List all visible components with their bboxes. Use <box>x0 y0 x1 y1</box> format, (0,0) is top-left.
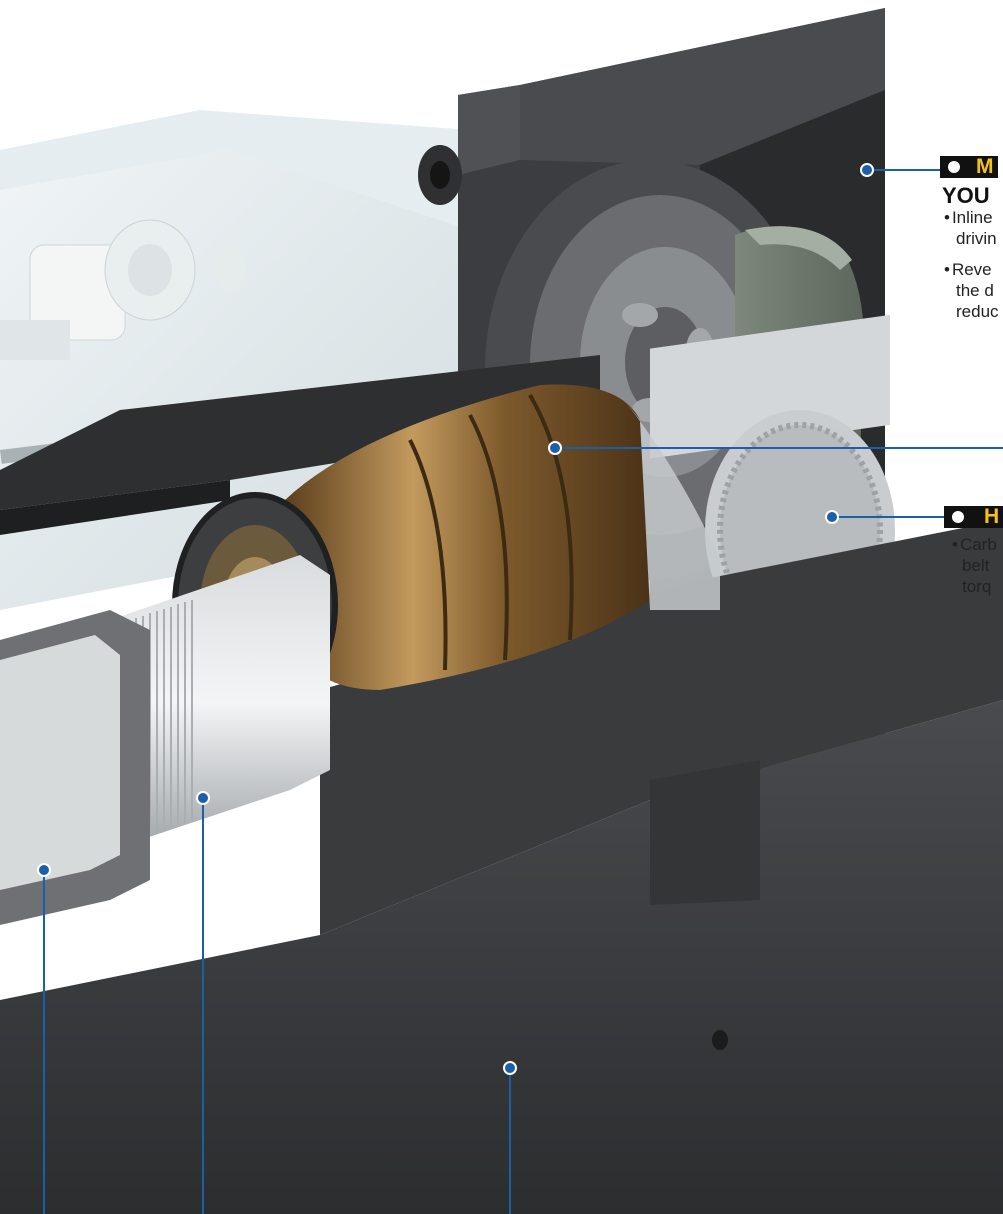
lower-housing <box>0 355 1003 1214</box>
motor-connector <box>0 219 246 360</box>
callout-top-bullet-2-cont-2: reduc <box>956 302 999 321</box>
callout-belt-bullet-1-cont-1: belt <box>962 556 990 575</box>
bullet-dot-icon <box>952 511 964 523</box>
output-rod <box>0 610 150 925</box>
callout-top-bullet-2: Reve <box>944 259 992 280</box>
bullet-dot-icon <box>948 161 960 173</box>
callout-top-subhead: YOU <box>942 183 990 208</box>
callout-belt-tag: H <box>944 506 1003 528</box>
callout-top-bullet-2-cont-1: the d <box>956 281 994 300</box>
callout-top-bullet-1: Inline <box>944 207 993 228</box>
callout-top-bullet-1-cont: drivin <box>956 229 997 248</box>
callout-top-tag: M <box>940 156 998 178</box>
callout-leaders <box>37 163 1003 1214</box>
callout-belt-bullet-1: Carb <box>952 534 997 555</box>
callout-belt-bullet-1-cont-2: torq <box>962 577 992 596</box>
